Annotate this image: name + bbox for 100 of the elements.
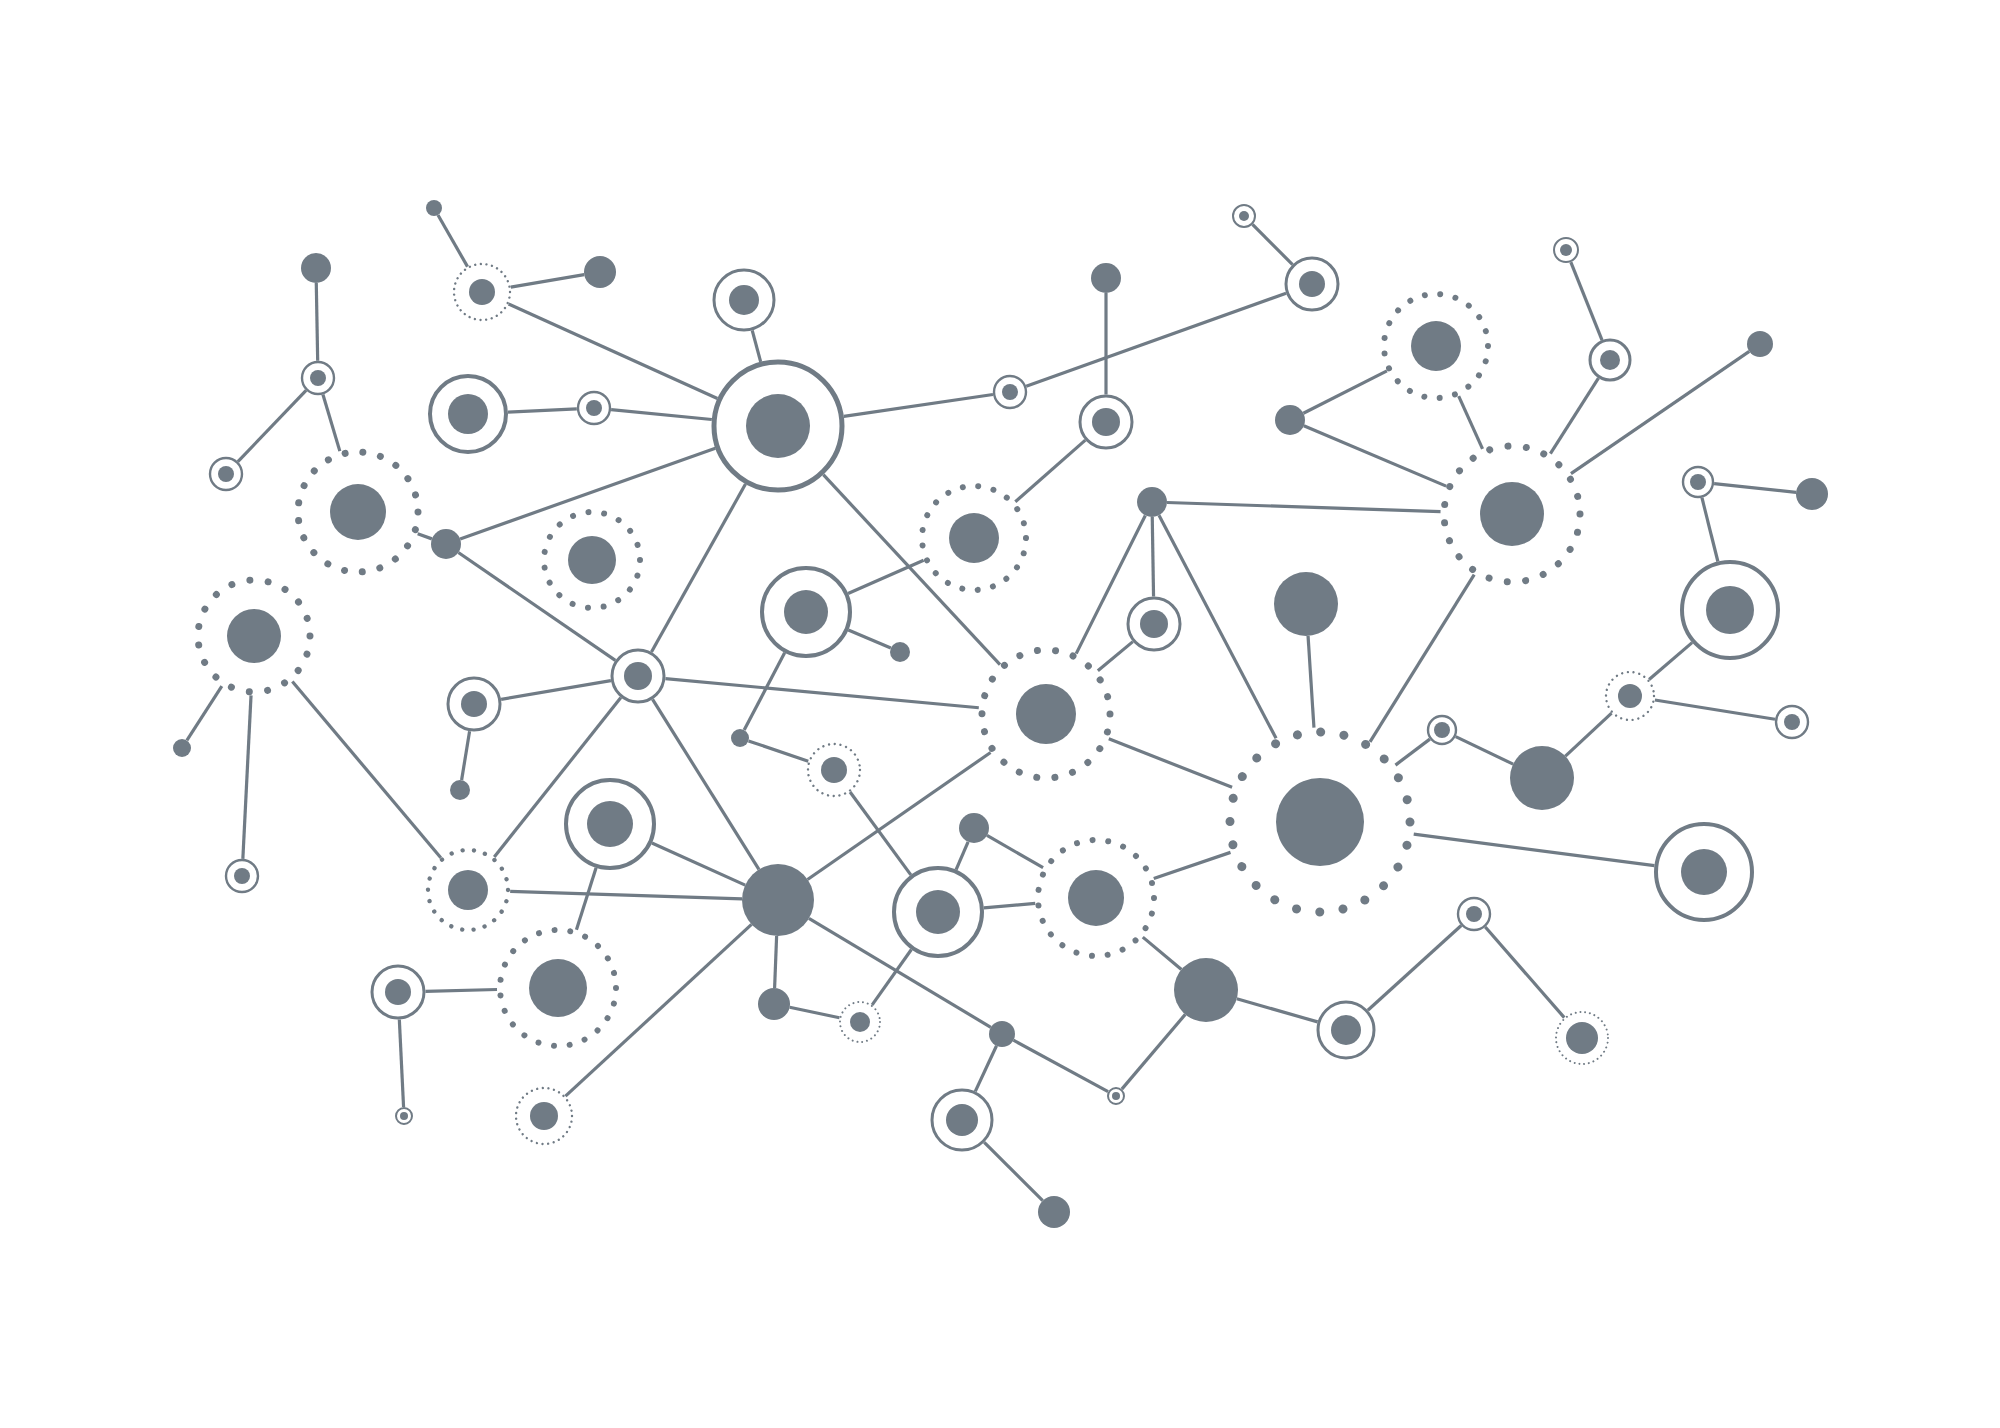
node-dot xyxy=(431,529,461,559)
ringed-node-dot xyxy=(1774,704,1810,740)
node-dot xyxy=(426,200,442,216)
connector-line xyxy=(848,791,913,876)
connector-line xyxy=(1306,635,1316,728)
ringed-node-dot xyxy=(1126,596,1182,652)
node-dot xyxy=(584,256,616,288)
connector-line xyxy=(1713,482,1797,494)
node-dot xyxy=(1796,478,1828,510)
ringed-node-dot xyxy=(930,1088,994,1152)
dotted-ring-node-dot xyxy=(497,927,619,1049)
connector-line xyxy=(564,923,753,1098)
connector-line xyxy=(510,889,743,901)
node-dot xyxy=(758,988,790,1020)
ringed-node-dot xyxy=(428,374,508,454)
connector-line xyxy=(459,446,716,541)
ringed-node-dot xyxy=(892,866,984,958)
connector-line xyxy=(1166,500,1441,514)
connector-line xyxy=(1108,737,1233,789)
dotted-ring-node-dot xyxy=(1604,670,1656,722)
dotted-ring-node-dot xyxy=(978,646,1114,782)
dotted-ring-node-dot xyxy=(194,576,314,696)
ringed-node-dot xyxy=(208,456,244,492)
connector-line xyxy=(291,680,443,859)
connector-line xyxy=(1455,735,1514,766)
connector-line xyxy=(847,558,925,595)
connector-line xyxy=(843,392,994,418)
connector-line xyxy=(1648,641,1694,681)
connector-line xyxy=(1569,261,1604,341)
connector-line xyxy=(1014,438,1087,503)
connector-line xyxy=(397,1019,406,1108)
connector-line xyxy=(507,302,719,401)
connector-line xyxy=(457,551,617,662)
ringed-node-dot xyxy=(1553,237,1579,263)
connector-line xyxy=(436,214,469,268)
connector-line xyxy=(789,1005,840,1020)
ringed-node-dot xyxy=(1456,896,1492,932)
connector-line xyxy=(748,739,809,763)
connector-line xyxy=(1457,395,1484,450)
connector-line xyxy=(500,679,612,701)
connector-line xyxy=(1564,712,1613,758)
connector-line xyxy=(1153,850,1232,880)
ringed-node-dot xyxy=(1078,394,1134,450)
connector-line xyxy=(983,1141,1044,1202)
node-dot xyxy=(1275,405,1305,435)
ringed-node-dot xyxy=(1426,714,1458,746)
connector-line xyxy=(1096,640,1134,672)
node-dot xyxy=(890,642,910,662)
ringed-node-dot xyxy=(610,648,666,704)
dotted-ring-node-dot xyxy=(1555,1011,1609,1065)
ringed-node-dot xyxy=(1588,338,1632,382)
connector-line xyxy=(185,685,224,742)
node-dot xyxy=(1510,746,1574,810)
dotted-ring-node-dot xyxy=(541,509,643,611)
dotted-ring-node-dot xyxy=(1035,837,1157,959)
connector-line xyxy=(1012,1038,1109,1094)
connector-line xyxy=(314,282,320,361)
connector-line xyxy=(1302,369,1388,415)
connector-line xyxy=(1141,935,1183,971)
connector-line xyxy=(493,696,623,858)
ringed-node-dot xyxy=(711,359,845,493)
dotted-ring-node-dot xyxy=(294,448,422,576)
dotted-ring-node-dot xyxy=(514,1086,574,1146)
connector-line xyxy=(1074,514,1147,655)
ringed-node-dot xyxy=(224,858,260,894)
connector-line xyxy=(1394,737,1431,767)
connector-line xyxy=(1570,350,1751,475)
node-dot xyxy=(959,813,989,843)
dotted-ring-node-dot xyxy=(1225,727,1415,917)
ringed-node-dot xyxy=(1107,1087,1125,1105)
connector-line xyxy=(610,408,712,422)
ringed-node-dot xyxy=(712,268,776,332)
node-dot xyxy=(1038,1196,1070,1228)
node-dot xyxy=(742,864,814,936)
ringed-node-dot xyxy=(446,676,502,732)
connector-line xyxy=(507,407,577,414)
dotted-ring-node-dot xyxy=(806,742,862,798)
connector-line xyxy=(1549,377,1600,455)
ringed-node-dot xyxy=(760,566,852,658)
connector-line xyxy=(574,867,598,931)
connector-line xyxy=(1303,424,1447,488)
ringed-node-dot xyxy=(1680,560,1780,660)
ringed-node-dot xyxy=(300,360,336,396)
node-dot xyxy=(1137,487,1167,517)
connector-line xyxy=(460,730,472,781)
dotted-ring-node-dot xyxy=(839,1001,881,1043)
connector-line xyxy=(773,935,779,989)
connector-line xyxy=(1157,514,1278,740)
connector-line xyxy=(241,695,253,859)
connector-line xyxy=(1366,924,1463,1012)
connector-line xyxy=(417,532,433,541)
node-dot xyxy=(301,253,331,283)
ringed-node-dot xyxy=(1681,465,1715,499)
connector-line xyxy=(1104,293,1108,395)
connector-line xyxy=(750,330,763,363)
connector-line xyxy=(1654,698,1776,721)
connector-line xyxy=(822,473,1002,666)
connector-line xyxy=(650,483,747,653)
connector-line xyxy=(1413,832,1655,868)
connector-line xyxy=(1236,997,1319,1024)
